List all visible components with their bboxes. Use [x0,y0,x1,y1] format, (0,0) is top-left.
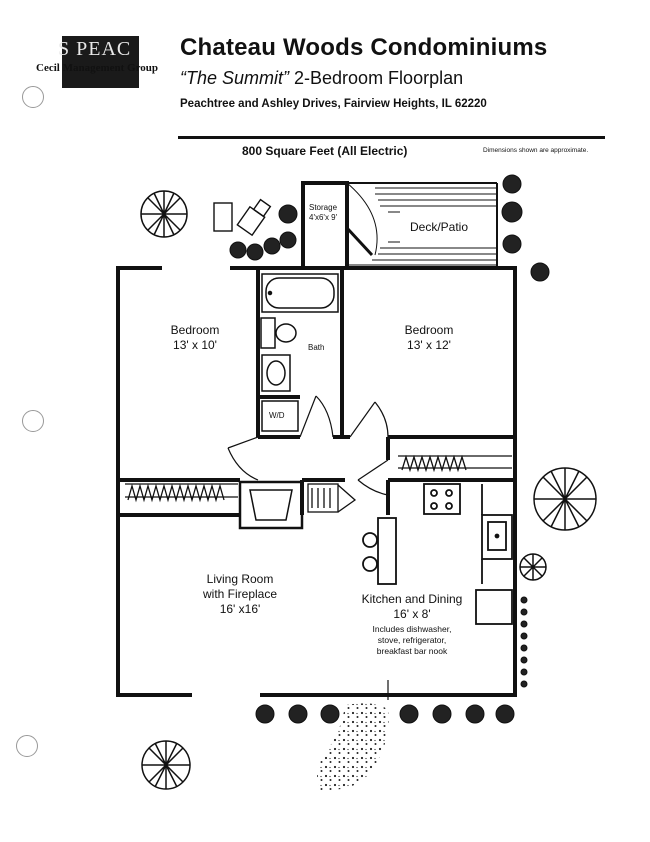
kitchen-note-3: breakfast bar nook [376,646,448,657]
deck-label: Deck/Patio [410,220,469,234]
subtitle-rest: 2-Bedroom Floorplan [289,68,464,88]
bedroom-2-name: Bedroom [404,323,454,337]
bedroom-2-label: Bedroom 13' x 12' [384,323,474,353]
binder-hole-bottom [16,735,38,757]
bedroom-1-dimensions: 13' x 10' [173,338,217,352]
kitchen-dimensions: 16' x 8' [393,607,431,621]
header-rule [178,136,605,139]
living-room-dimensions: 16' x16' [219,602,261,616]
kitchen-fixtures [362,483,513,625]
company-logo: S PEAC Cecil Management Group [36,36,158,88]
kitchen-label: Kitchen and Dining 16' x 8' [352,592,472,622]
storage-dimensions: 4'x6'x 9' [309,213,338,222]
tree-top-left [140,190,188,238]
closets [125,454,512,513]
storage-name: Storage [309,203,338,212]
binder-hole-top [22,86,44,108]
binder-hole-middle [22,410,44,432]
outdoor-furniture [213,198,272,237]
living-room-label: Living Room with Fireplace 16' x16' [180,572,300,617]
bath-fixtures [260,273,339,432]
fireplace [238,480,304,530]
kitchen-name: Kitchen and Dining [361,592,463,606]
living-room-name: Living Room [206,572,274,586]
model-name: “The Summit” [180,68,290,88]
bedroom-2-dimensions: 13' x 12' [407,338,451,352]
interior-walls [118,268,515,517]
storage-label: Storage 4'x6'x 9' [309,203,337,223]
kitchen-note-1: Includes dishwasher, [372,624,452,634]
door-swings [227,395,389,700]
bath-label: Bath [308,343,325,352]
bedroom-1-name: Bedroom [170,323,220,337]
logo-wordmark: S PEAC [58,38,132,60]
wd-label: W/D [269,411,285,420]
tree-bottom-left [141,740,191,790]
dimensions-note: Dimensions shown are approximate. [483,147,589,154]
logo-company-name: Cecil Management Group [36,62,159,74]
kitchen-note-2: stove, refrigerator, [377,635,447,646]
kitchen-notes: Includes dishwasher, stove, refrigerator… [352,624,472,657]
tree-right [533,467,597,531]
square-feet: 800 Square Feet (All Electric) [242,144,408,158]
gravel-walkway [317,703,389,791]
living-room-feature: with Fireplace [202,587,278,601]
page-title: Chateau Woods Condominiums [180,34,548,61]
tree-small-right [519,553,547,581]
address: Peachtree and Ashley Drives, Fairview He… [180,98,487,110]
trees [140,190,597,790]
bedroom-1-label: Bedroom 13' x 10' [150,323,240,353]
page-subtitle: “The Summit” 2-Bedroom Floorplan [180,68,463,89]
shrubs [229,174,550,724]
